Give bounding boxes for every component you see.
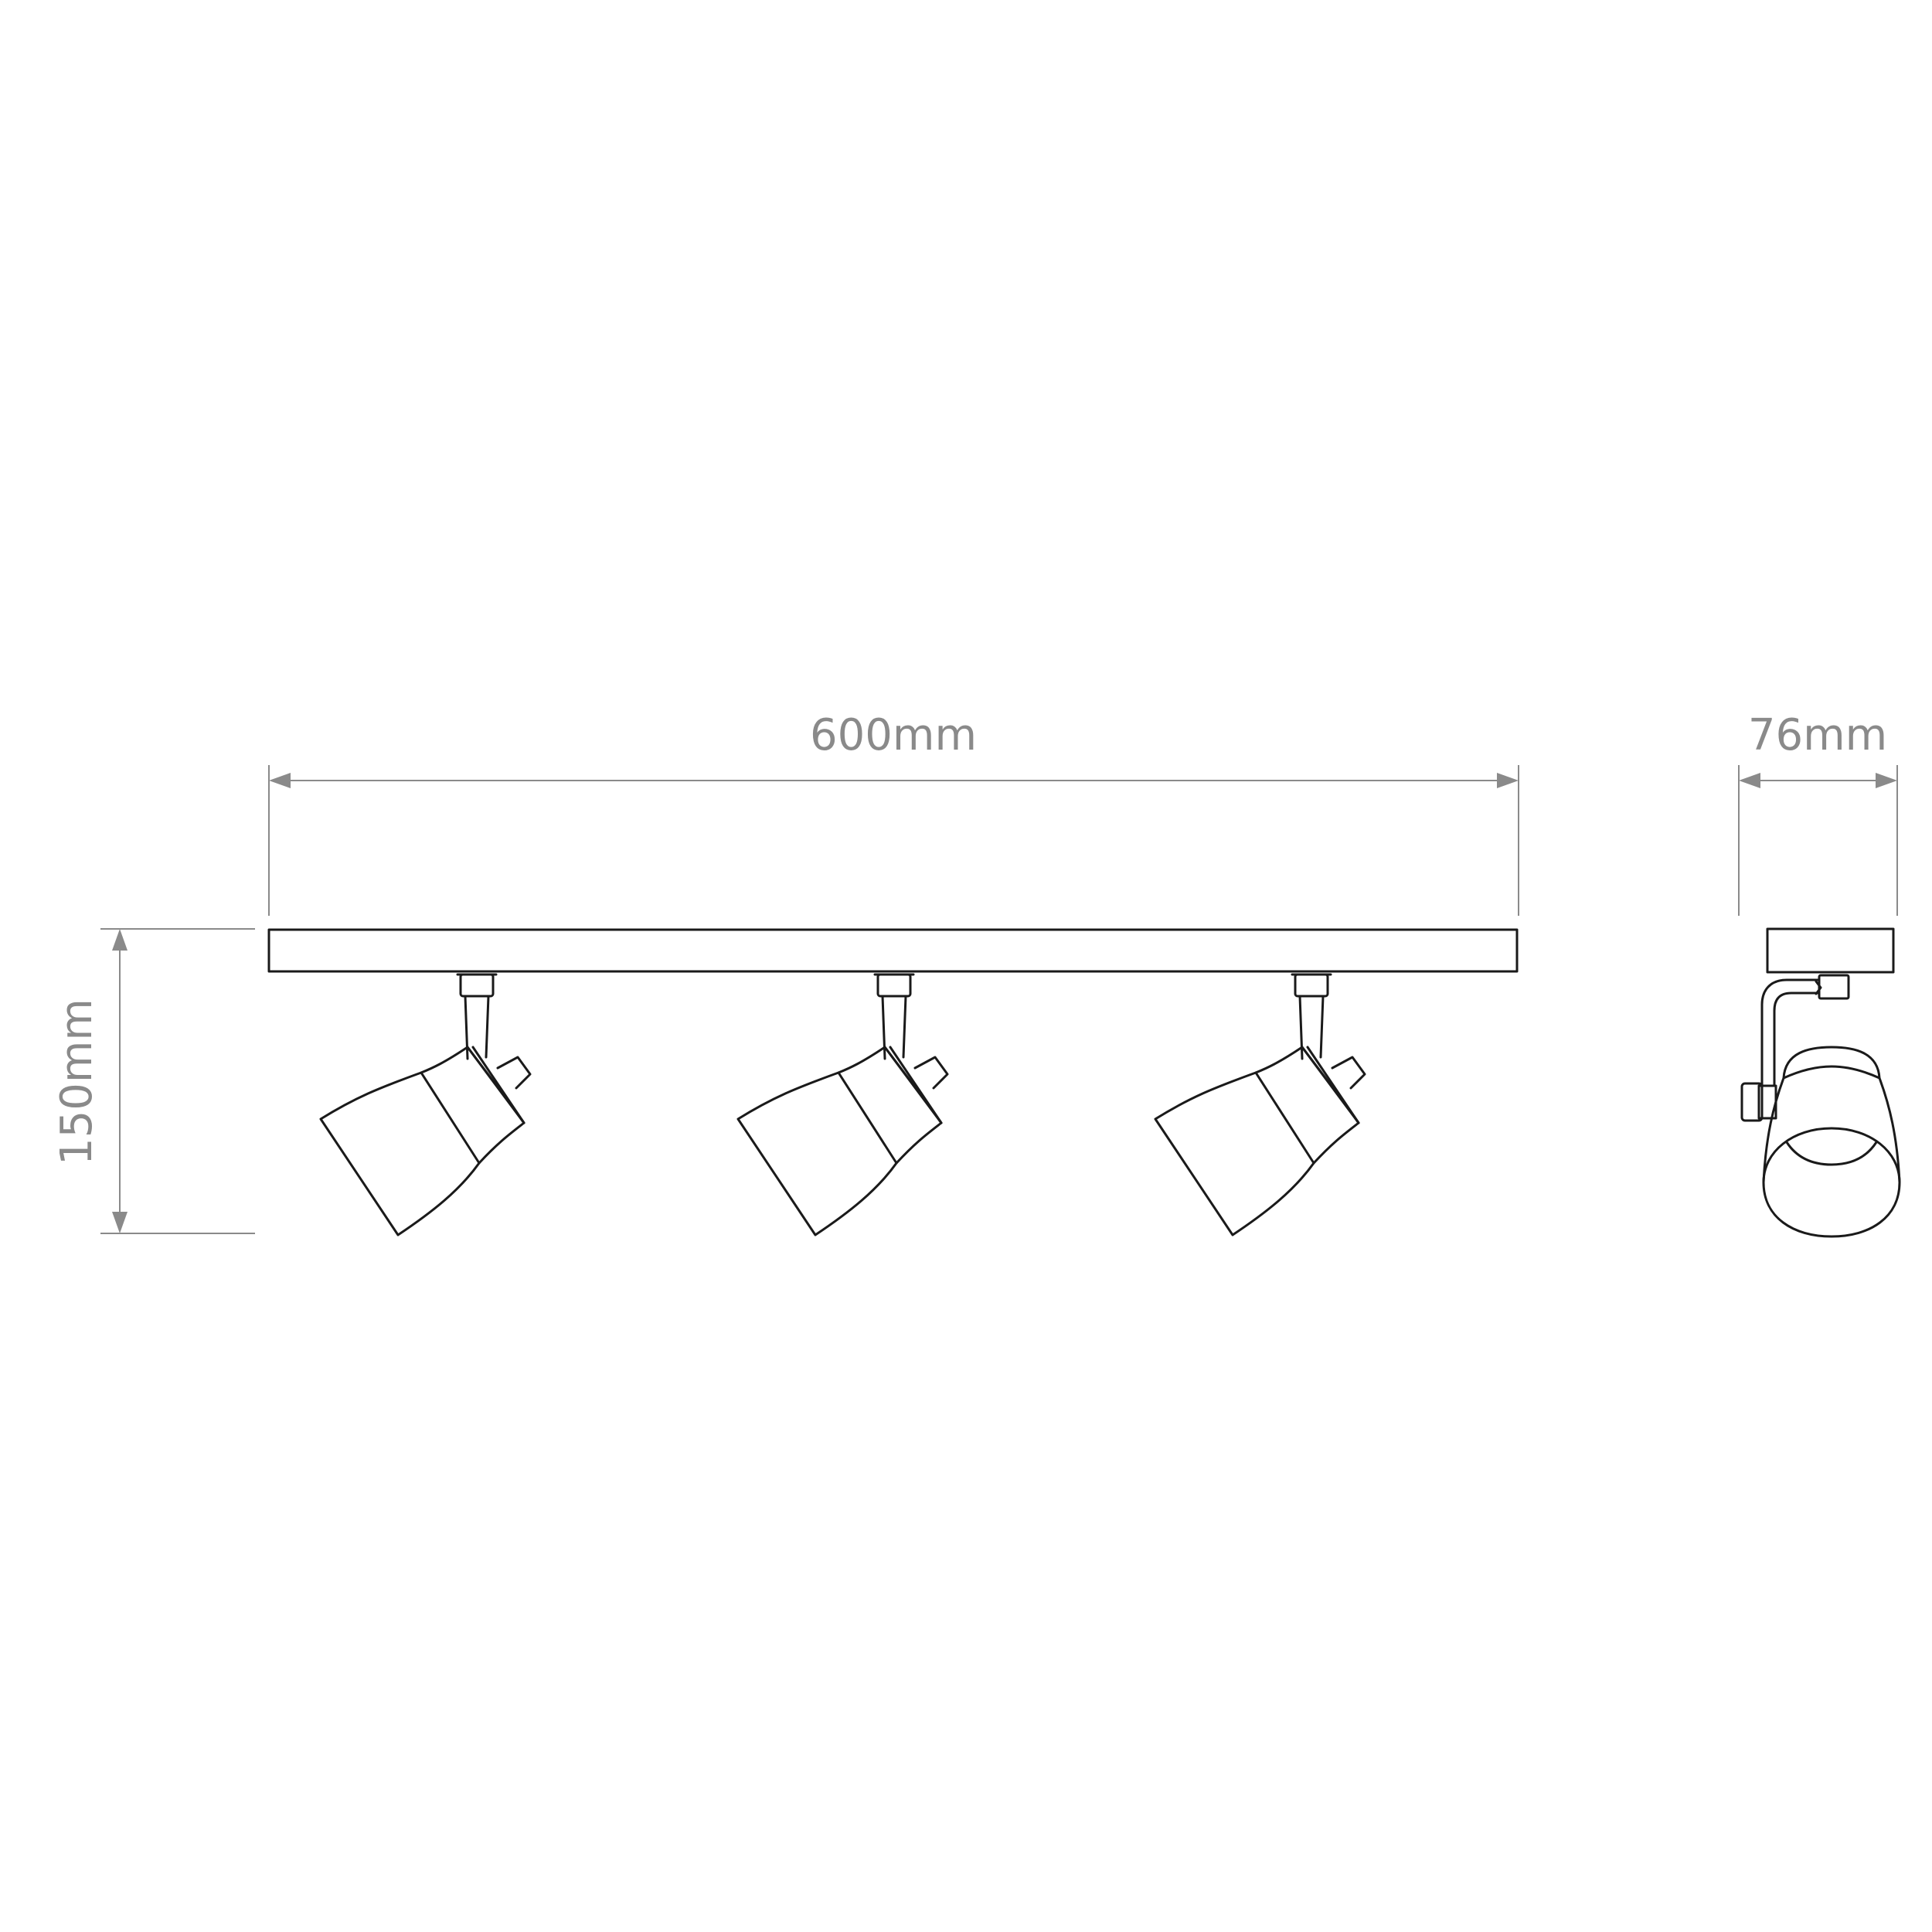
- mounting-bar: [267, 928, 1519, 973]
- length-dimension: 600mm: [268, 710, 1519, 916]
- depth-dimension: 76mm: [1738, 710, 1898, 916]
- spotlight-head-center: [736, 973, 949, 1236]
- side-view: [1740, 927, 1901, 1238]
- depth-label: 76mm: [1748, 710, 1887, 760]
- height-label: 150mm: [52, 998, 102, 1165]
- side-bar: [1766, 927, 1895, 974]
- spotlight-head-left: [319, 973, 532, 1236]
- height-dimension: 150mm: [52, 928, 255, 1234]
- spotlight-head-right: [1154, 973, 1366, 1236]
- length-label: 600mm: [810, 710, 977, 760]
